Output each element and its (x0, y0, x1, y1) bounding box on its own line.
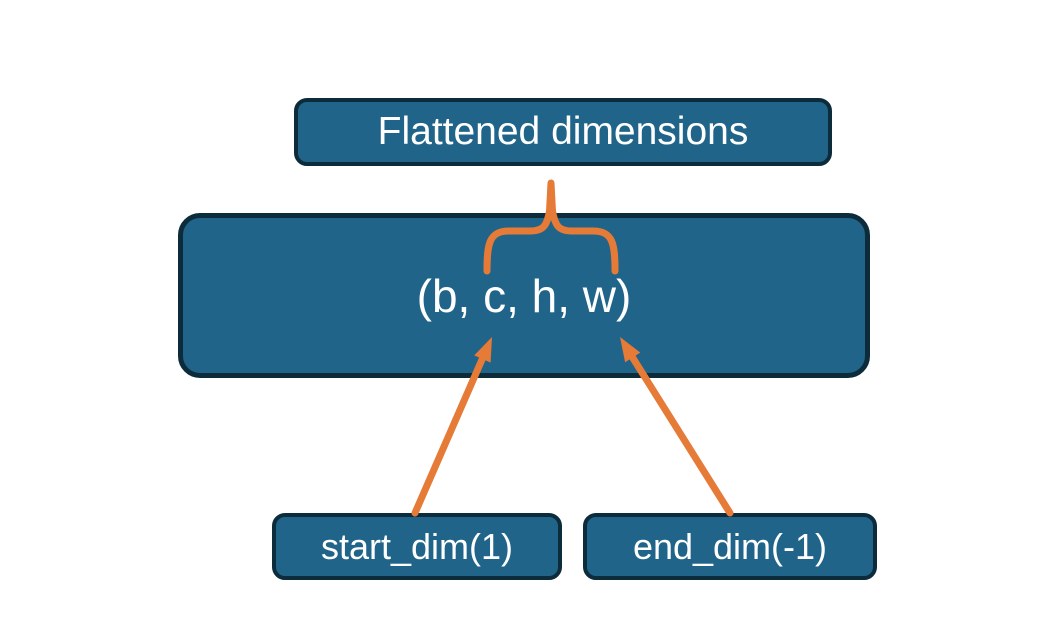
end-dim-arrow-line (627, 351, 734, 517)
start-dim-arrow-line (411, 351, 488, 517)
node-flattened-dimensions-label: Flattened dimensions (377, 110, 749, 153)
node-start-dim: start_dim(1) (272, 513, 562, 580)
node-end-dim: end_dim(-1) (583, 513, 877, 580)
node-tensor-shape-label: (b, c, h, w) (416, 269, 632, 322)
node-tensor-shape: (b, c, h, w) (178, 213, 870, 378)
node-flattened-dimensions: Flattened dimensions (294, 98, 832, 166)
node-start-dim-label: start_dim(1) (320, 525, 514, 567)
node-end-dim-label: end_dim(-1) (632, 525, 828, 567)
